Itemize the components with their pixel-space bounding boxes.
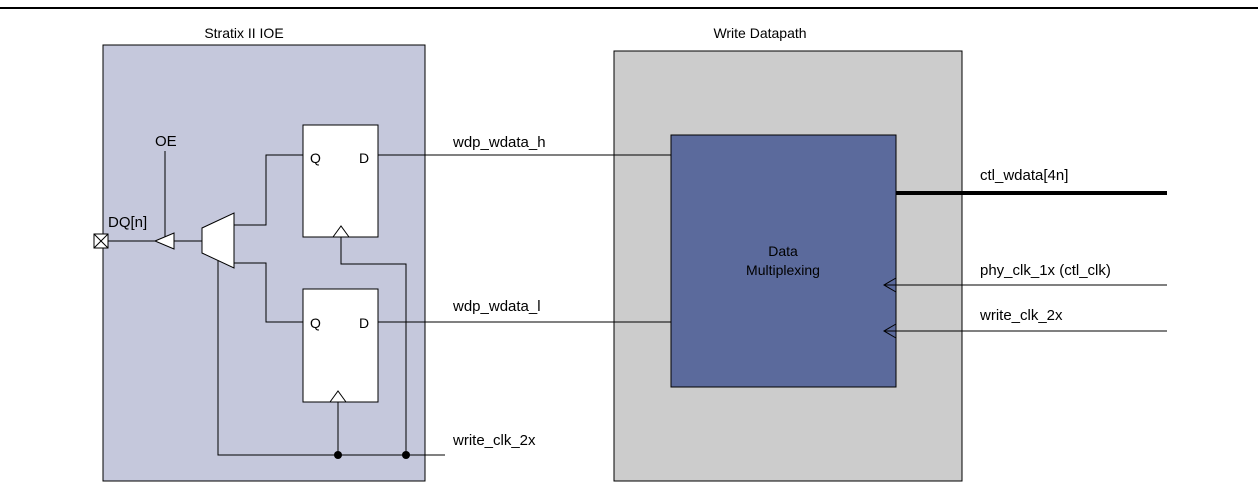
dq-pin-label: DQ[n] bbox=[108, 214, 147, 231]
signal-wdata-h-label: wdp_wdata_h bbox=[452, 134, 546, 151]
flipflop-top-q-label: Q bbox=[310, 150, 321, 166]
junction-dot-2 bbox=[402, 451, 410, 459]
dq-pad-cross-2 bbox=[93, 233, 109, 249]
signal-phy-clk-label: phy_clk_1x (ctl_clk) bbox=[980, 262, 1111, 279]
flipflop-bottom-clock-triangle bbox=[329, 390, 347, 403]
signal-write-clk-ioe-label: write_clk_2x bbox=[452, 432, 536, 449]
wire-clk-to-ff-top bbox=[340, 237, 407, 455]
flipflop-bottom bbox=[302, 288, 379, 403]
ioe-title: Stratix II IOE bbox=[204, 25, 283, 41]
mux-block-label-line1: Data bbox=[768, 243, 798, 259]
flipflop-bottom-q-label: Q bbox=[310, 315, 321, 331]
flipflop-top bbox=[302, 124, 379, 238]
mux-block-label-line2: Multiplexing bbox=[746, 262, 820, 278]
output-mux bbox=[201, 212, 235, 269]
signal-wdata-l-label: wdp_wdata_l bbox=[452, 298, 541, 315]
junction-dot-1 bbox=[334, 451, 342, 459]
oe-pin-label: OE bbox=[155, 133, 177, 150]
flipflop-top-clock-triangle bbox=[332, 225, 350, 238]
signal-ctl-wdata-label: ctl_wdata[4n] bbox=[980, 167, 1068, 184]
data-multiplexing-block bbox=[670, 134, 897, 388]
wire-mux-to-q-top bbox=[234, 154, 303, 226]
signal-write-clk-dp-label: write_clk_2x bbox=[979, 307, 1063, 324]
flipflop-top-d-label: D bbox=[359, 150, 369, 166]
flipflop-bottom-d-label: D bbox=[359, 315, 369, 331]
wire-mux-to-q-bottom bbox=[234, 262, 303, 323]
datapath-title: Write Datapath bbox=[713, 25, 806, 41]
wire-mux-select-clock bbox=[217, 261, 445, 456]
